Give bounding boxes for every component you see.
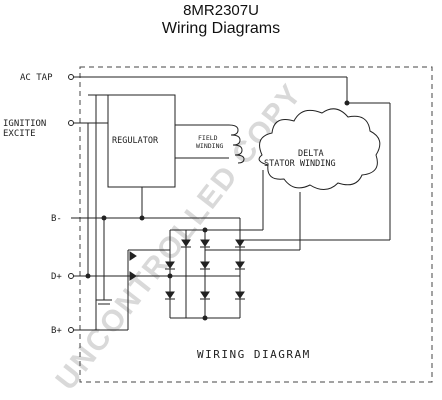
delta-label: DELTA xyxy=(298,149,324,159)
regulator-box xyxy=(107,94,176,188)
d-plus-terminal xyxy=(68,273,74,279)
regulator-label: REGULATOR xyxy=(112,136,159,146)
b-plus-label: B+ xyxy=(51,326,62,336)
junction-dot xyxy=(101,215,107,221)
d-plus-label: D+ xyxy=(51,272,62,282)
field-winding-coil xyxy=(228,124,245,164)
junction-dot xyxy=(344,100,350,106)
page-subtitle: Wiring Diagrams xyxy=(161,20,281,37)
field-label: FIELD xyxy=(198,134,218,142)
winding-label: WINDING xyxy=(196,142,223,150)
diode xyxy=(235,239,245,248)
diode xyxy=(129,271,137,281)
excite-label: EXCITE xyxy=(3,129,36,139)
diode xyxy=(235,261,245,270)
diode xyxy=(200,261,210,270)
b-plus-terminal xyxy=(68,327,74,333)
diode xyxy=(165,291,175,300)
diode xyxy=(165,261,175,270)
diode xyxy=(200,291,210,300)
b-minus-label: B- xyxy=(51,214,62,224)
diode xyxy=(235,291,245,300)
junction-dot xyxy=(202,315,208,321)
footer-label: WIRING DIAGRAM xyxy=(197,348,311,361)
diode xyxy=(129,251,137,261)
junction-dot xyxy=(139,215,145,221)
part-number: 8MR2307U xyxy=(183,2,259,19)
alternator-outline xyxy=(79,66,433,383)
diode xyxy=(181,239,191,248)
ac-tap-label: AC TAP xyxy=(20,73,53,83)
delta-stator-cloud xyxy=(258,108,381,190)
ignition-terminal xyxy=(68,120,74,126)
ignition-label: IGNITION xyxy=(3,119,46,129)
junction-dot xyxy=(202,227,208,233)
stator-winding-label: STATOR WINDING xyxy=(264,159,336,169)
diode xyxy=(200,239,210,248)
junction-dot xyxy=(85,273,91,279)
junction-dot xyxy=(167,273,173,279)
ac-tap-terminal xyxy=(68,74,74,80)
